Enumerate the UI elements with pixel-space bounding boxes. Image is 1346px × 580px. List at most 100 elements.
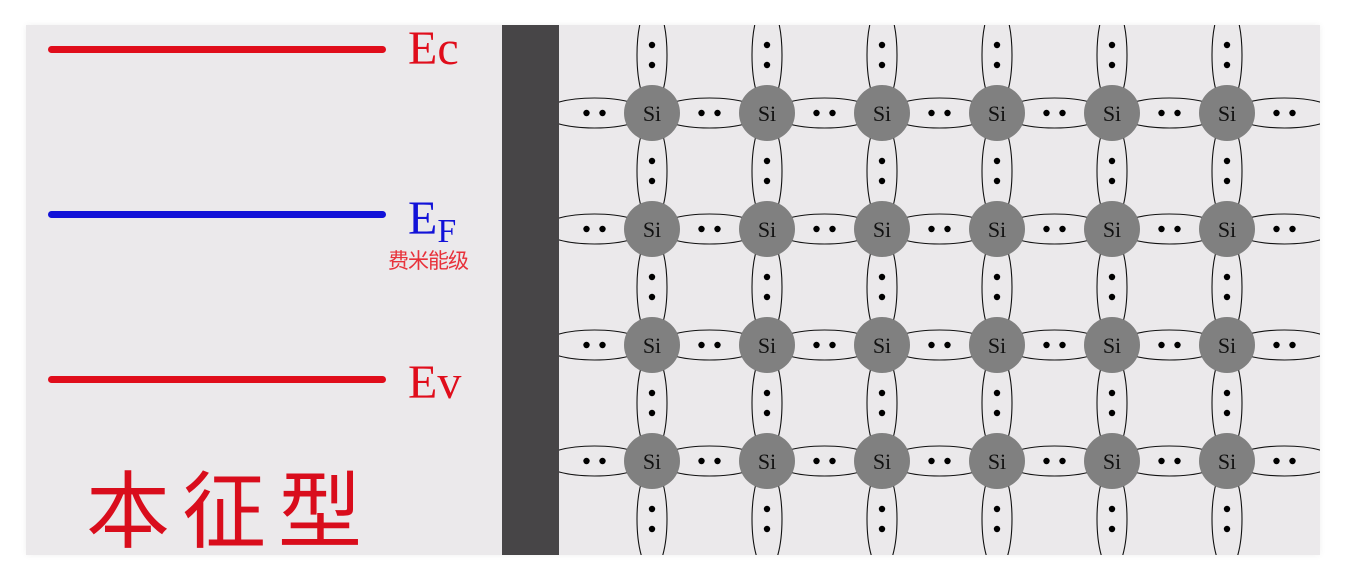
valence-electron	[1043, 341, 1050, 349]
fermi-level-line	[48, 211, 386, 218]
valence-electron	[993, 293, 1001, 301]
valence-electron	[878, 177, 886, 185]
valence-electron	[599, 457, 606, 465]
silicon-atom	[624, 433, 680, 489]
valence-electron	[813, 341, 820, 349]
valence-electron	[1108, 157, 1116, 165]
valence-electron	[1108, 525, 1116, 533]
valence-electron	[599, 341, 606, 349]
valence-electron	[763, 409, 771, 417]
valence-electron	[1043, 225, 1050, 233]
valence-electron	[599, 225, 606, 233]
valence-electron	[928, 457, 935, 465]
valence-electron	[813, 109, 820, 117]
valence-electron	[1108, 61, 1116, 69]
fermi-level-label: EF	[408, 195, 457, 251]
silicon-atom	[969, 85, 1025, 141]
valence-electron	[1223, 525, 1231, 533]
silicon-atom-label: Si	[873, 101, 891, 126]
valence-electron	[763, 41, 771, 49]
valence-electron	[878, 505, 886, 513]
valence-electron	[763, 273, 771, 281]
valence-electron	[1289, 341, 1296, 349]
valence-electron	[1223, 409, 1231, 417]
fermi-level-label-sub: F	[437, 213, 457, 250]
valence-electron	[993, 177, 1001, 185]
valence-electron	[698, 109, 705, 117]
silicon-atom-label: Si	[988, 101, 1006, 126]
valence-electron	[763, 525, 771, 533]
silicon-atom-label: Si	[1103, 449, 1121, 474]
valence-electron	[1223, 505, 1231, 513]
valence-electron	[763, 505, 771, 513]
silicon-atom-label: Si	[1218, 449, 1236, 474]
valence-electron	[829, 109, 836, 117]
valence-electron	[829, 457, 836, 465]
valence-electron	[829, 341, 836, 349]
valence-electron	[698, 457, 705, 465]
valence-electron	[878, 389, 886, 397]
valence-electron	[648, 177, 656, 185]
valence-electron	[648, 157, 656, 165]
valence-electron	[1108, 409, 1116, 417]
silicon-atom-label: Si	[643, 101, 661, 126]
silicon-atom-label: Si	[643, 449, 661, 474]
silicon-atom	[739, 85, 795, 141]
silicon-atom	[1084, 433, 1140, 489]
valence-electron	[1273, 341, 1280, 349]
silicon-atom	[1199, 317, 1255, 373]
valence-electron	[1174, 341, 1181, 349]
valence-electron	[1223, 293, 1231, 301]
silicon-atom	[739, 433, 795, 489]
valence-electron	[599, 109, 606, 117]
valence-electron	[1059, 457, 1066, 465]
silicon-atom-label: Si	[873, 449, 891, 474]
valence-electron	[993, 157, 1001, 165]
valence-electron	[648, 61, 656, 69]
silicon-atom-label: Si	[643, 333, 661, 358]
valence-electron	[648, 525, 656, 533]
silicon-atom-label: Si	[758, 333, 776, 358]
valence-electron	[1289, 457, 1296, 465]
valence-band-line	[48, 376, 386, 383]
valence-electron	[1223, 61, 1231, 69]
valence-electron	[1174, 457, 1181, 465]
semiconductor-type-title: 本征型	[86, 463, 375, 561]
silicon-atom-label: Si	[643, 217, 661, 242]
valence-electron	[878, 293, 886, 301]
conduction-band-label: Ec	[408, 22, 459, 75]
valence-electron	[1059, 109, 1066, 117]
silicon-atom-label: Si	[988, 449, 1006, 474]
silicon-atom	[854, 201, 910, 257]
valence-electron	[648, 409, 656, 417]
valence-electron	[993, 525, 1001, 533]
silicon-atom	[1199, 201, 1255, 257]
panel-divider	[502, 25, 559, 555]
valence-electron	[928, 225, 935, 233]
valence-electron	[1059, 225, 1066, 233]
valence-electron	[698, 225, 705, 233]
valence-electron	[1108, 41, 1116, 49]
silicon-atom	[1084, 317, 1140, 373]
valence-electron	[993, 273, 1001, 281]
conduction-band-line	[48, 46, 386, 53]
valence-electron	[1059, 341, 1066, 349]
silicon-atom-label: Si	[873, 217, 891, 242]
valence-electron	[928, 341, 935, 349]
valence-electron	[993, 41, 1001, 49]
silicon-atom-label: Si	[988, 217, 1006, 242]
valence-electron	[714, 341, 721, 349]
silicon-atom	[969, 201, 1025, 257]
valence-electron	[928, 109, 935, 117]
valence-electron	[1043, 457, 1050, 465]
valence-electron	[993, 505, 1001, 513]
valence-electron	[763, 293, 771, 301]
valence-electron	[583, 109, 590, 117]
valence-electron	[714, 109, 721, 117]
valence-electron	[1158, 225, 1165, 233]
silicon-atom-label: Si	[758, 449, 776, 474]
valence-electron	[763, 61, 771, 69]
valence-electron	[878, 409, 886, 417]
